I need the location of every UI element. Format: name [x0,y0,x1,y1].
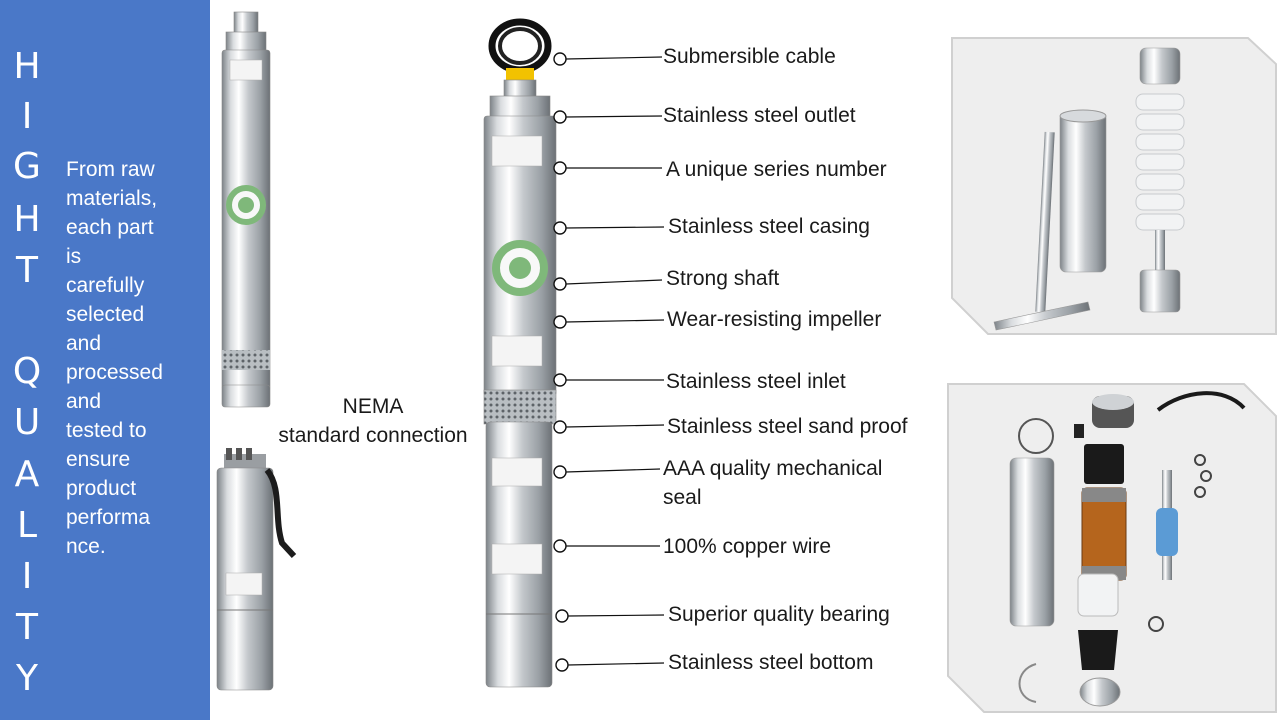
nema-label-line1: NEMA [342,395,404,418]
quality-description: From raw materials, each part is careful… [66,158,163,558]
vertical-title-letter: U [13,402,41,443]
callout-marker [553,161,567,175]
vertical-title-letter: A [14,454,40,495]
callout-copper-wire: 100% copper wire [663,535,832,558]
callout-mechanical-seal: AAA quality mechanical seal [663,457,883,509]
main-pump-diagram [483,18,557,688]
callout-submersible-cable: Submersible cable [663,45,836,68]
callout-marker [553,221,567,235]
nema-label-line2: standard connection [278,424,468,447]
vertical-title-letter: Y [16,658,38,699]
vertical-title-letter: G [13,146,41,187]
callout-stainless-steel-outlet: Stainless steel outlet [663,104,856,127]
callout-strong-shaft: Strong shaft [666,267,780,290]
vertical-title-letter: H [13,46,41,87]
callout-marker [553,539,567,553]
vertical-title-letter: I [21,556,33,597]
callout-stainless-steel-inlet: Stainless steel inlet [666,370,846,393]
pump-motor-image [216,448,297,691]
callout-stainless-steel-bottom: Stainless steel bottom [668,651,874,674]
motor-parts-photo [947,383,1277,713]
vertical-title-letter: H [13,199,41,240]
callout-bearing: Superior quality bearing [668,603,890,626]
callout-series-number: A unique series number [666,158,887,181]
callout-marker [555,609,569,623]
quality-sidebar: H I G H T Q U A L I T Y From raw materia… [0,0,210,720]
callout-marker [553,315,567,329]
callout-sand-proof: Stainless steel sand proof [667,415,908,438]
pump-product-image [221,11,271,408]
pump-parts-photo [951,37,1277,335]
callout-marker [553,52,567,66]
callout-stainless-steel-casing: Stainless steel casing [668,215,870,238]
vertical-title-letter: T [16,250,38,291]
vertical-title-letter: T [16,607,38,648]
nema-connection-label: NEMA standard connection [258,392,488,450]
callout-marker [553,420,567,434]
callout-marker [555,658,569,672]
callout-marker [553,110,567,124]
wire-icon [1156,391,1246,412]
callout-impeller: Wear-resisting impeller [667,308,882,331]
vertical-title-letter: I [21,96,33,137]
callout-marker [553,373,567,387]
vertical-title-letter: Q [12,351,42,392]
vertical-title-letter: L [16,505,38,546]
callout-marker [553,465,567,479]
callout-marker [553,277,567,291]
